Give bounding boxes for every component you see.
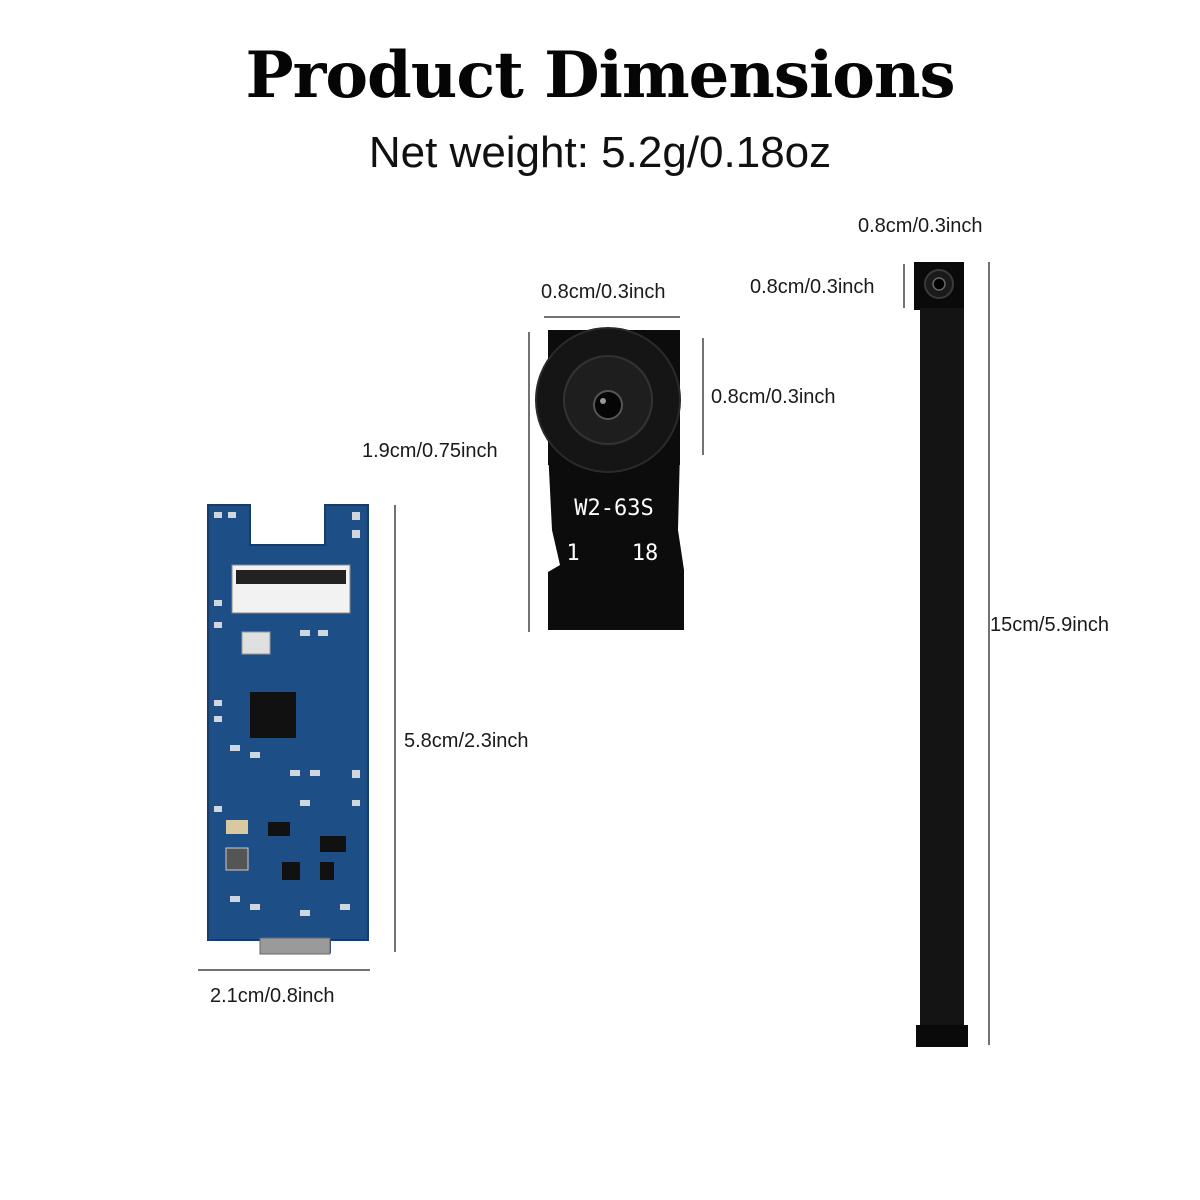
cable-head-label: 0.8cm/0.3inch	[750, 276, 875, 298]
lens-marking-model: W2-63S	[574, 496, 653, 521]
cable-camera	[914, 262, 968, 1047]
lens-marking-right: 18	[632, 541, 659, 566]
board-width-label: 2.1cm/0.8inch	[210, 985, 335, 1007]
net-weight: Net weight: 5.2g/0.18oz	[368, 128, 832, 177]
main-chip	[250, 692, 296, 738]
lens-marking-left: 1	[566, 541, 579, 566]
circuit-board	[207, 504, 369, 955]
lens-height-label: 0.8cm/0.3inch	[711, 386, 836, 408]
lens-module: W2-63S 1 18	[535, 327, 684, 630]
lens-glass	[593, 390, 623, 420]
ribbon-cable	[920, 308, 964, 1028]
usb-port	[259, 937, 331, 955]
lens-total-height-label: 1.9cm/0.75inch	[362, 440, 498, 462]
lens-width-label: 0.8cm/0.3inch	[541, 281, 666, 303]
cable-length-label: 15cm/5.9inch	[990, 614, 1109, 636]
cable-width-label: 0.8cm/0.3inch	[858, 215, 983, 237]
page-title: Product Dimensions	[245, 38, 956, 113]
board-height-label: 5.8cm/2.3inch	[404, 730, 529, 752]
cable-connector-end	[916, 1025, 968, 1047]
